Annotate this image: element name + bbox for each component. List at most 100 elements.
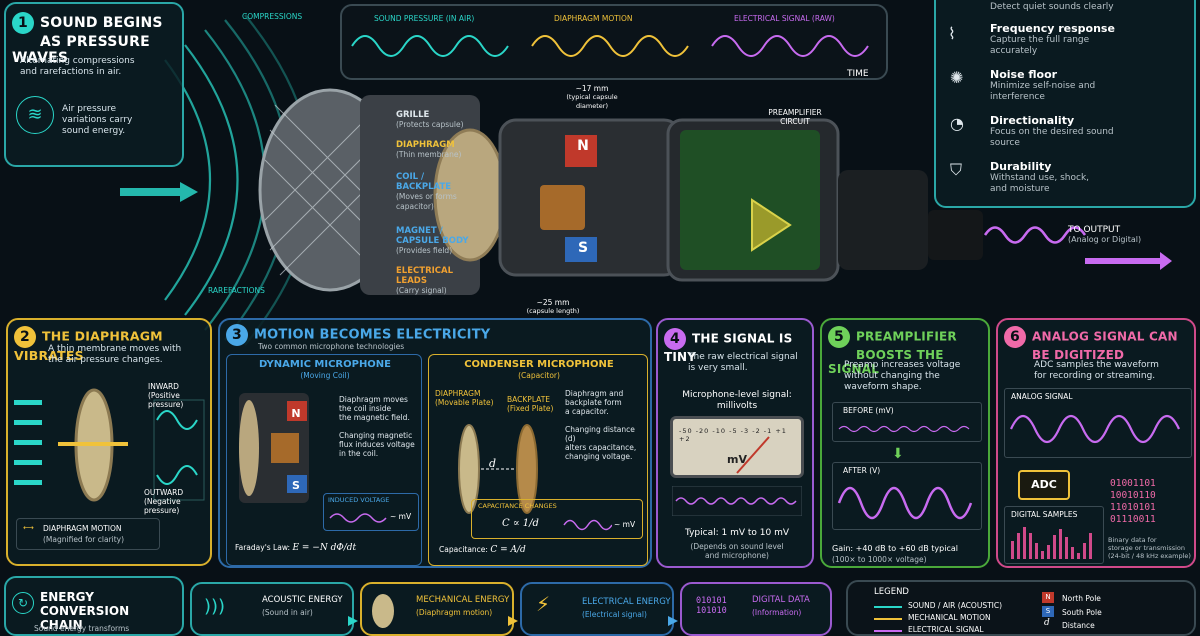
label-diaphragm: DIAPHRAGM(Thin membrane) bbox=[396, 140, 461, 160]
south-pole-swatch: S bbox=[1042, 606, 1054, 617]
direction-note: (Positive pressure) bbox=[148, 391, 184, 409]
microphone-illustration bbox=[258, 88, 983, 295]
meter-tick: -2 bbox=[752, 427, 761, 435]
desc-line: backplate form bbox=[565, 398, 622, 407]
desc-line: and rarefactions in air. bbox=[20, 67, 122, 77]
induced-wave bbox=[329, 513, 387, 523]
dimension-value: ~25 mm bbox=[536, 298, 570, 307]
legend-label: Distance bbox=[1062, 621, 1095, 630]
note-line: (Depends on sound level bbox=[690, 542, 784, 551]
chain-acoustic: ))) ACOUSTIC ENERGY (Sound in air) bbox=[190, 582, 354, 636]
distance-symbol: d bbox=[1044, 618, 1050, 628]
level-label: Microphone-level signal:millivolts bbox=[658, 390, 816, 412]
info-line: sound energy. bbox=[62, 126, 126, 136]
plate-note: (Movable Plate) bbox=[435, 398, 494, 407]
before-label: BEFORE (mV) bbox=[843, 406, 894, 415]
dynamic-mic-box: DYNAMIC MICROPHONE (Moving Coil) N S Dia… bbox=[226, 354, 422, 566]
capacitance-formula: Capacitance: C = A/d bbox=[439, 545, 526, 555]
desc-line: ADC samples the waveform bbox=[1034, 360, 1159, 370]
legend-label: SOUND / AIR (ACOUSTIC) bbox=[908, 601, 1003, 610]
motion-label: DIAPHRAGM MOTION bbox=[43, 524, 122, 533]
direction-label: OUTWARD bbox=[144, 488, 184, 497]
plate-label: DIAPHRAGM bbox=[435, 389, 481, 398]
output-wave bbox=[983, 226, 1087, 244]
dynamic-title: DYNAMIC MICROPHONE bbox=[258, 359, 392, 370]
after-label: AFTER (V) bbox=[843, 466, 881, 475]
sound-pressure-label: SOUND PRESSURE (IN AIR) bbox=[374, 14, 475, 23]
meter-tick: -1 bbox=[763, 427, 773, 435]
meter-unit: mV bbox=[727, 453, 747, 466]
part-name: MAGNET / bbox=[396, 226, 443, 236]
desc-line: is very small. bbox=[688, 363, 748, 373]
info-line: variations carry bbox=[62, 115, 133, 125]
binary-row: 01001101 bbox=[1110, 478, 1156, 489]
capacitance-label: CAPACITANCE CHANGES bbox=[478, 502, 557, 510]
condenser-plates bbox=[458, 424, 538, 514]
legend: LEGEND SOUND / AIR (ACOUSTIC) MECHANICAL… bbox=[846, 580, 1196, 636]
motion-legend-box: ⟷ DIAPHRAGM MOTION (Magnified for clarit… bbox=[16, 518, 160, 550]
directionality-icon: ◔ bbox=[950, 114, 964, 133]
note-line: storage or transmission bbox=[1108, 544, 1185, 552]
wind-icon: ≋ bbox=[16, 96, 54, 134]
meter-needle bbox=[736, 436, 770, 474]
desc-line: flux induces voltage bbox=[339, 440, 415, 449]
meter-tick: +1 bbox=[775, 427, 787, 435]
capsule-diameter: ~17 mm(typical capsule diameter) bbox=[562, 84, 622, 111]
panel-subtitle: Two common microphone technologies bbox=[258, 342, 405, 351]
legend-swatch-electrical bbox=[874, 630, 902, 632]
dynamic-subtitle: (Moving Coil) bbox=[300, 371, 350, 380]
binary-row: 11010101 bbox=[1110, 502, 1156, 513]
south-pole-label: S bbox=[292, 479, 300, 492]
title-line-2: BOOSTS THE SIGNAL bbox=[828, 348, 944, 376]
step-number-badge: 4 bbox=[664, 328, 686, 350]
part-note: (Moves or forms bbox=[396, 192, 457, 201]
binary-row: 10010110 bbox=[1110, 490, 1156, 501]
legend-label: MECHANICAL MOTION bbox=[908, 613, 991, 622]
label-magnet: MAGNET /CAPSULE BODY(Provides field) bbox=[396, 226, 469, 256]
stage-title: ELECTRICAL ENERGY bbox=[582, 597, 671, 607]
stage-title: ACOUSTIC ENERGY bbox=[262, 595, 343, 605]
plate-note: (Fixed Plate) bbox=[507, 404, 554, 413]
dimension-note: (typical capsule diameter) bbox=[566, 93, 618, 110]
part-name: CAPSULE BODY bbox=[396, 236, 469, 246]
part-note: (Thin membrane) bbox=[396, 150, 462, 159]
dynamic-capsule bbox=[239, 393, 309, 503]
desc-line: Changing magnetic bbox=[339, 431, 413, 440]
dimension-note: (capsule length) bbox=[526, 307, 580, 315]
part-note: capacitor) bbox=[396, 202, 434, 211]
step-number-badge: 6 bbox=[1004, 326, 1026, 348]
capacitance-proportion: C ∝ 1/d bbox=[502, 518, 539, 529]
motion-note: (Magnified for clarity) bbox=[43, 535, 125, 544]
faraday-law: Faraday's Law: E = −N dΦ/dt bbox=[235, 543, 356, 553]
south-pole-label: S bbox=[577, 240, 589, 256]
backplate-label: BACKPLATE(Fixed Plate) bbox=[507, 395, 553, 413]
rarefactions-label: RAREFACTIONS bbox=[208, 286, 265, 295]
legend-label: North Pole bbox=[1062, 594, 1101, 603]
plate-label: BACKPLATE bbox=[507, 395, 551, 404]
electrical-wave bbox=[711, 35, 869, 57]
desc-line: in the coil. bbox=[339, 449, 379, 458]
condenser-subtitle: (Capacitor) bbox=[518, 371, 560, 380]
after-box: AFTER (V) bbox=[832, 462, 982, 530]
feature-desc: Detect quiet sounds clearly bbox=[990, 2, 1114, 12]
part-name: PREAMPLIFIER bbox=[768, 108, 822, 117]
condenser-mic-box: CONDENSER MICROPHONE (Capacitor) DIAPHRA… bbox=[428, 354, 648, 566]
stage-note: (Electrical signal) bbox=[582, 610, 647, 619]
note-line: and microphone) bbox=[705, 551, 769, 560]
direction-note: (Negative pressure) bbox=[144, 497, 181, 515]
legend-swatch-mechanical bbox=[874, 618, 902, 620]
